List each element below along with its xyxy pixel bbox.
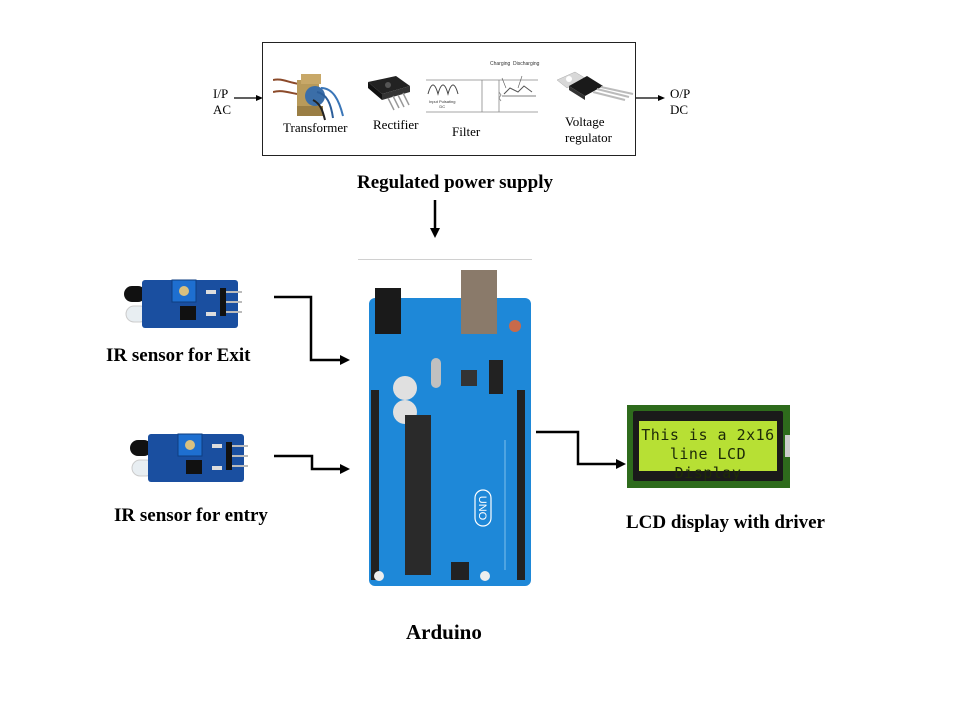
filter-input-label-line2: DC [439, 104, 446, 109]
stage-label-transformer: Transformer [283, 120, 348, 135]
output-label-dc: DC [670, 102, 689, 117]
filter-waveform-icon [426, 75, 538, 113]
arduino-uno-board-icon: UNO [369, 270, 531, 586]
lcd-module: This is a 2x16 line LCD Display [627, 405, 790, 488]
filter-charging-label: Charging [490, 61, 511, 67]
filter-input-label: Input Pulsating DC [429, 99, 455, 109]
output-label-op: O/P [670, 86, 691, 101]
input-label: I/P AC [213, 86, 231, 118]
power-supply-caption: Regulated power supply [357, 172, 554, 193]
ir-sensor-entry-label: IR sensor for entry [114, 505, 268, 526]
lcd-connector [785, 435, 790, 457]
stage-label-regulator: regulator [565, 130, 612, 145]
ir-sensor-exit-icon [124, 279, 242, 328]
output-label: O/P DC [670, 86, 690, 118]
stage-label-voltage-regulator: Voltage regulator [565, 114, 612, 146]
entry-sensor-arrow [274, 454, 350, 474]
exit-sensor-arrow [274, 295, 350, 365]
stage-label-rectifier: Rectifier [373, 117, 419, 132]
filter-discharging-label: Discharging [513, 61, 540, 67]
arduino-label: Arduino [406, 620, 482, 644]
arduino-image-border [358, 259, 532, 260]
input-arrow [234, 95, 263, 101]
input-label-ip: I/P [213, 86, 229, 101]
input-label-ac: AC [213, 102, 232, 117]
bridge-rectifier-icon [368, 76, 410, 111]
voltage-regulator-icon [556, 71, 634, 101]
arduino-board-marking: UNO [476, 496, 488, 521]
output-arrow [636, 95, 665, 101]
lcd-label: LCD display with driver [626, 512, 825, 533]
lcd-line-2: line LCD Display [669, 445, 747, 482]
stage-label-voltage: Voltage [565, 114, 605, 129]
filter-input-label-line1: Input Pulsating [429, 99, 456, 104]
stage-label-filter: Filter [452, 124, 481, 139]
lcd-screen: This is a 2x16 line LCD Display [639, 421, 777, 482]
ir-sensor-entry-icon [130, 433, 248, 482]
transformer-icon [273, 74, 344, 121]
psu-to-arduino-arrow [430, 200, 440, 238]
ir-sensor-exit-label: IR sensor for Exit [106, 345, 251, 366]
arduino-to-lcd-arrow [536, 430, 626, 469]
lcd-line-1: This is a 2x16 [641, 426, 775, 444]
